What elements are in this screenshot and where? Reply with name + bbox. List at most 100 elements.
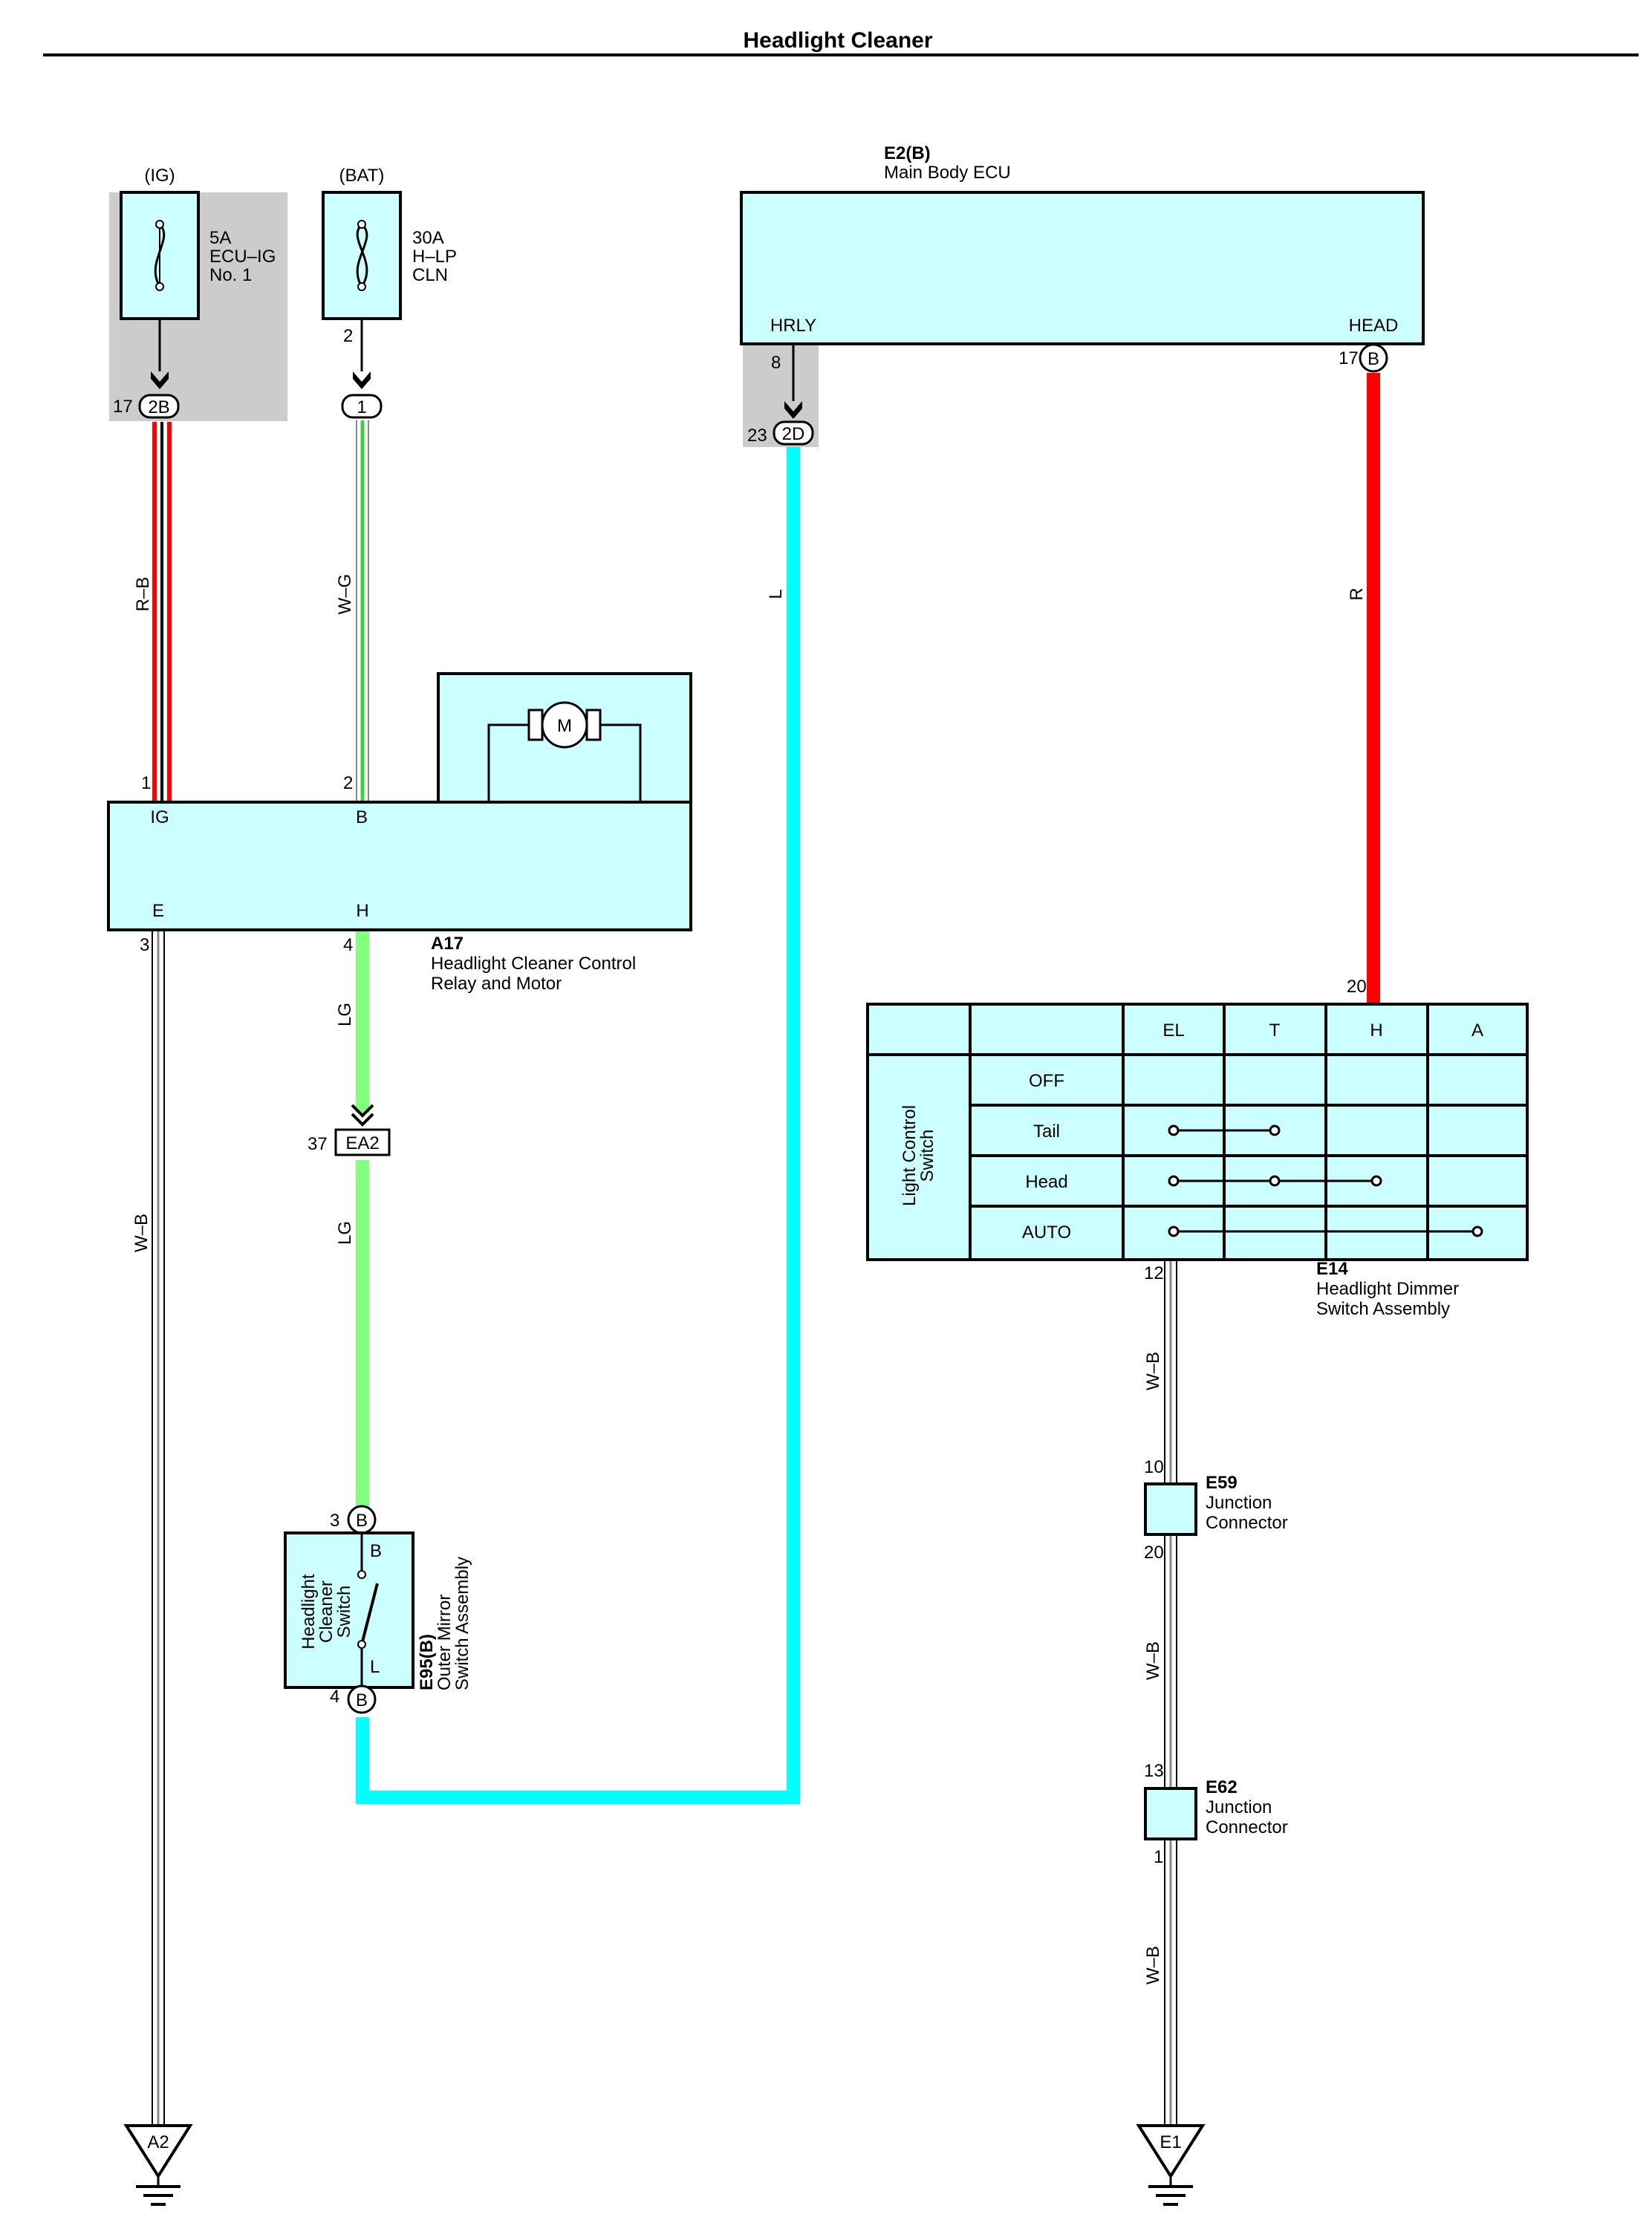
wire-w-g (356, 420, 369, 802)
diagram-title: Headlight Cleaner (743, 28, 932, 53)
fuse-bat-rating: 30A (412, 228, 444, 248)
fuse-ig-name1: ECU–IG (209, 247, 276, 267)
fuse-ig-source: (IG) (144, 166, 175, 186)
mirror-pin-bottom: 4 (330, 1687, 339, 1707)
connector-2d-label: 2D (782, 424, 805, 444)
switch-label-3: Switch (334, 1586, 354, 1638)
dimmer-col-t: T (1269, 1020, 1281, 1041)
relay-code: A17 (431, 934, 464, 954)
wire-r-b (152, 422, 172, 802)
switch-label-1: Headlight (299, 1574, 319, 1650)
connector-2b-label: 2B (148, 397, 169, 417)
relay-terminal-b: B (356, 807, 368, 827)
relay-name-2: Relay and Motor (431, 974, 562, 994)
fuse-ig-name2: No. 1 (209, 265, 252, 285)
e62-name-1: Junction (1206, 1797, 1272, 1817)
ecu-junction-pin: 23 (747, 426, 767, 446)
mirror-conn-bottom (347, 1684, 377, 1714)
wire-label-l: L (766, 589, 786, 599)
fuse-h-lp-cln: (BAT) 2 30A H–LP CLN 1 (322, 166, 457, 419)
dimmer-row-auto: AUTO (1022, 1223, 1071, 1243)
relay-terminal-e: E (152, 901, 164, 921)
headlight-dimmer-switch: 20 EL T H A OFF Tail Head AUTO Light Con… (866, 977, 1529, 1319)
dimmer-row-tail: Tail (1033, 1121, 1060, 1142)
e59-code: E59 (1206, 1473, 1238, 1493)
junction-connector-e59: 10 20 E59 Junction Connector (1144, 1457, 1288, 1563)
e59-name-2: Connector (1206, 1513, 1288, 1533)
connector-1-label: 1 (357, 397, 366, 417)
relay-pin-2: 2 (343, 773, 353, 793)
switch-terminal-l: L (370, 1657, 380, 1677)
dimmer-side-label-2: Switch (917, 1130, 937, 1182)
ground-a2: A2 (123, 2124, 193, 2206)
dimmer-col-el: EL (1162, 1020, 1184, 1041)
dimmer-row-off: OFF (1029, 1071, 1064, 1091)
mirror-name-1: Outer Mirror (435, 1595, 455, 1690)
ecu-terminal-hrly: HRLY (770, 316, 816, 336)
connector-ea2-pin: 37 (308, 1134, 328, 1154)
mirror-code: E95(B) (417, 1634, 437, 1690)
fuse-ecu-ig: (IG) 5A ECU–IG No. 1 17 2B (113, 166, 276, 419)
dimmer-pin-bottom: 12 (1144, 1263, 1164, 1283)
wire-label-w-b-right-1: W–B (1143, 1352, 1163, 1390)
relay-and-motor: M 1 2 IG B E H 3 4 A17 Headlight Cleaner… (107, 672, 692, 994)
fuse-bat-source: (BAT) (339, 166, 385, 186)
connector-2d (773, 420, 814, 446)
headlight-cleaner-switch: 3 B B L Headlight Cleaner Switch 4 B E95… (284, 1505, 472, 1714)
mirror-name-2: Switch Assembly (452, 1557, 472, 1690)
connector-1 (341, 394, 383, 419)
motor-label: M (557, 716, 572, 736)
fuse-ig-rating: 5A (209, 228, 231, 248)
wire-label-w-b-right-3: W–B (1143, 1946, 1163, 1985)
mirror-pin-top: 3 (330, 1511, 339, 1531)
mirror-conn-bottom-label: B (356, 1690, 368, 1710)
wire-label-r-b: R–B (133, 577, 153, 612)
relay-terminal-ig: IG (150, 807, 169, 827)
relay-pin-3: 3 (140, 935, 149, 955)
fuse-bat-name2: CLN (412, 265, 448, 285)
dimmer-link-auto (1168, 1225, 1483, 1237)
relay-pin-4: 4 (343, 935, 353, 955)
wire-label-lg-upper: LG (335, 1003, 355, 1026)
dimmer-link-head (1168, 1175, 1382, 1187)
wire-label-w-b-right-2: W–B (1143, 1641, 1163, 1680)
main-body-ecu: E2(B) Main Body ECU HRLY HEAD 8 23 2D 17… (740, 143, 1425, 446)
e59-pin-bottom: 20 (1144, 1543, 1164, 1563)
wire-l (356, 447, 800, 1804)
ecu-name: Main Body ECU (884, 163, 1011, 183)
e62-name-2: Connector (1206, 1817, 1288, 1837)
connector-b-ecu-label: B (1368, 349, 1379, 369)
dimmer-side-label-1: Light Control (900, 1105, 920, 1206)
dimmer-code: E14 (1316, 1259, 1348, 1279)
motor-symbol (541, 701, 588, 749)
relay-pin-1: 1 (141, 773, 151, 793)
ground-e1: E1 (1136, 2124, 1206, 2206)
dimmer-col-h: H (1370, 1020, 1382, 1041)
relay-name-1: Headlight Cleaner Control (431, 954, 636, 974)
e59-name-1: Junction (1206, 1493, 1272, 1513)
connector-ea2: 37 EA2 (308, 1104, 391, 1156)
connector-ea2-label: EA2 (345, 1133, 379, 1153)
dimmer-row-head: Head (1025, 1172, 1067, 1192)
junction-connector-e62: 13 1 E62 Junction Connector (1144, 1761, 1288, 1867)
e59-pin-top: 10 (1144, 1457, 1164, 1477)
connector-2b (138, 394, 180, 419)
fuse-ig-pin: 17 (113, 397, 133, 417)
dimmer-pin-top: 20 (1347, 977, 1367, 997)
dimmer-name-2: Switch Assembly (1316, 1299, 1450, 1319)
switch-label-2: Cleaner (316, 1580, 336, 1643)
wire-label-lg-lower: LG (335, 1221, 355, 1245)
wire-label-w-b-left: W–B (131, 1214, 152, 1252)
wire-w-b-left (152, 930, 165, 2126)
dimmer-name-1: Headlight Dimmer (1316, 1279, 1459, 1299)
fuse-bat-name1: H–LP (412, 247, 457, 267)
dimmer-link-tail (1168, 1124, 1281, 1136)
ecu-code: E2(B) (884, 143, 931, 163)
dimmer-col-a: A (1471, 1020, 1483, 1041)
wire-label-r: R (1347, 587, 1367, 600)
e62-code: E62 (1206, 1777, 1238, 1797)
e62-pin-top: 13 (1144, 1761, 1164, 1781)
switch-terminal-b: B (370, 1541, 382, 1561)
ecu-pin-right: 17 (1339, 348, 1359, 368)
